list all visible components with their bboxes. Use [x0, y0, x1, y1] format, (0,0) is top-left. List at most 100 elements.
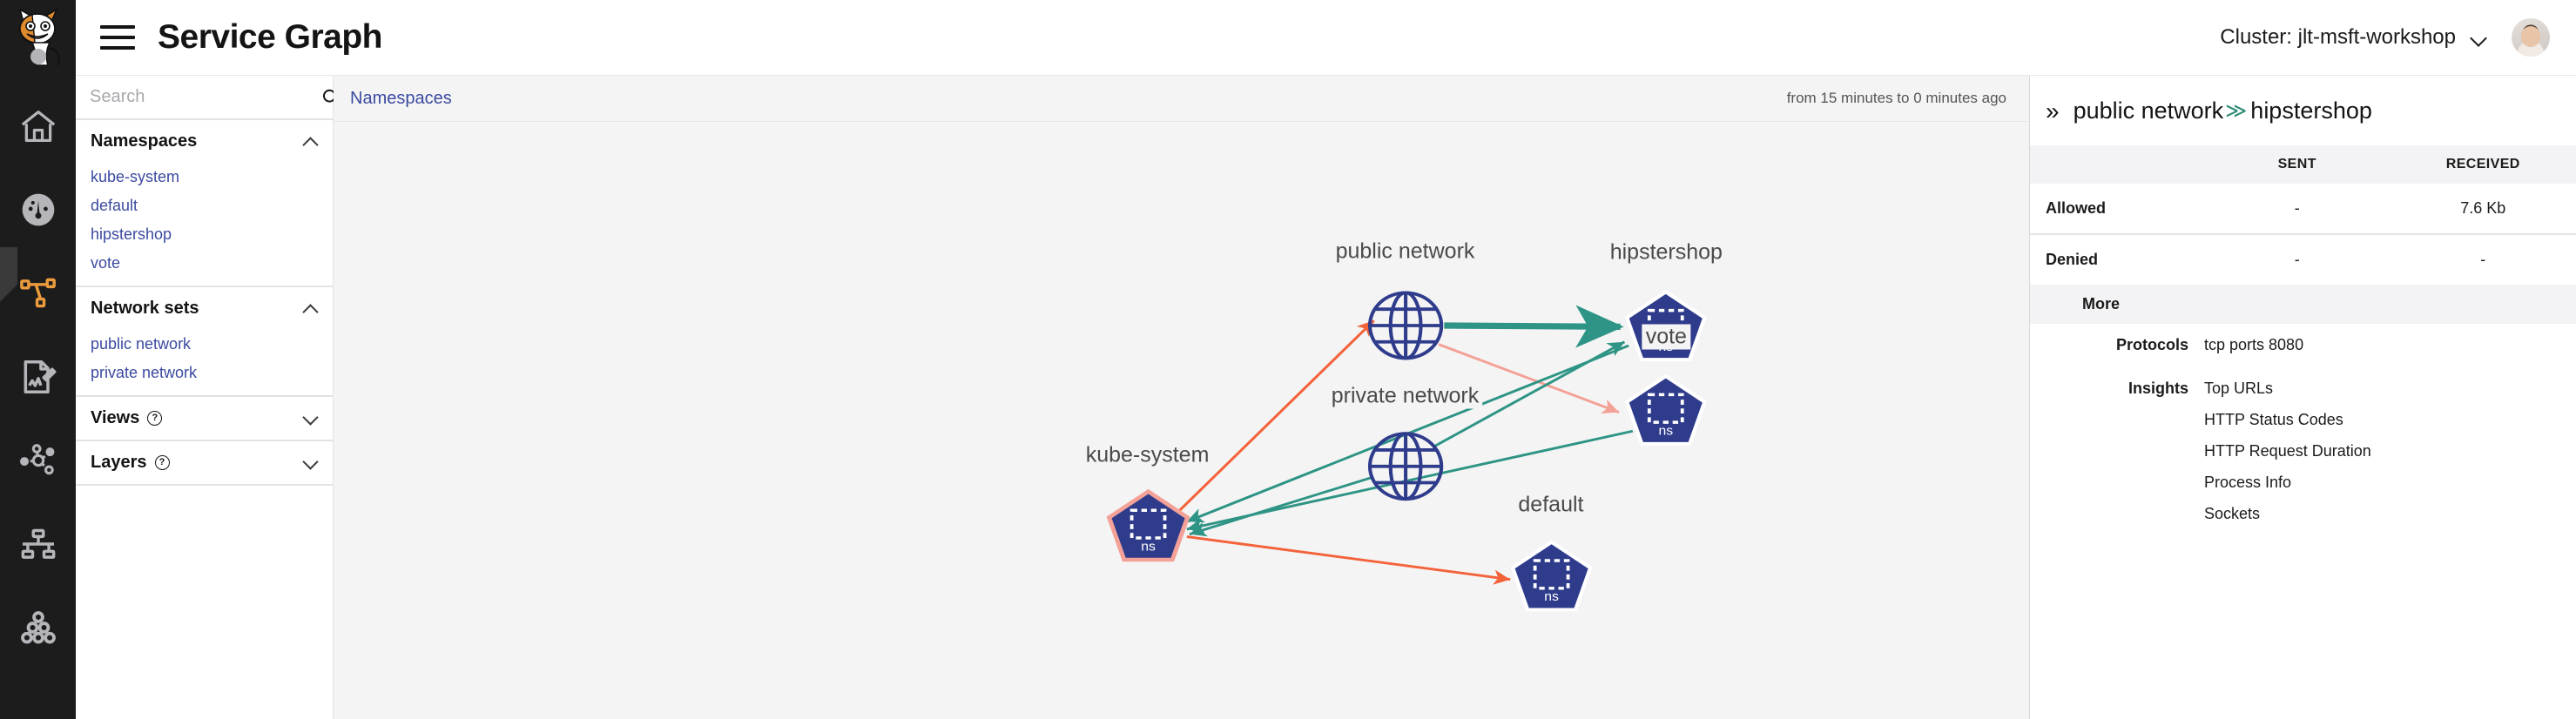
- column-header-blank: [2030, 145, 2204, 184]
- node-private-network[interactable]: [1367, 432, 1444, 501]
- hamburger-icon[interactable]: [97, 17, 138, 58]
- node-hipstershop[interactable]: ns: [1624, 290, 1707, 362]
- traffic-table-head: SENT RECEIVED: [2030, 145, 2576, 184]
- sidebar-item-default[interactable]: default: [91, 197, 138, 214]
- nav-links-network-sets: public network private network: [76, 330, 333, 395]
- cell-allowed-sent: -: [2204, 184, 2391, 235]
- more-section-header[interactable]: More: [2030, 285, 2576, 324]
- nav-section-title: Views: [91, 408, 140, 427]
- nav-section-header-network-sets[interactable]: Network sets: [76, 287, 333, 330]
- gauge-dashboard-icon: [19, 191, 57, 229]
- service-graph-icon: [19, 276, 57, 311]
- table-row: Denied - -: [2030, 234, 2576, 285]
- insights-label: Insights: [2128, 380, 2188, 397]
- svg-text:ns: ns: [1141, 540, 1156, 554]
- edge-kube-system-to-default[interactable]: [1186, 535, 1511, 585]
- avatar[interactable]: [2512, 18, 2550, 57]
- table-header-row: SENT RECEIVED: [2030, 145, 2576, 184]
- double-chevron-right-icon[interactable]: »: [2046, 97, 2060, 124]
- graph-canvas[interactable]: ns ns ns: [334, 122, 2029, 719]
- edge-public-network-to-vote[interactable]: [1438, 343, 1620, 414]
- sidebar-item-dashboard[interactable]: [0, 188, 76, 232]
- node-default[interactable]: ns: [1510, 540, 1593, 612]
- insight-sockets[interactable]: Sockets: [2204, 505, 2261, 522]
- rail-items: [0, 76, 76, 649]
- sidebar-item-nodes[interactable]: [0, 606, 76, 649]
- detail-title: public network ≫ hipstershop: [2074, 97, 2372, 124]
- node-public-network[interactable]: [1367, 291, 1444, 360]
- column-header-sent: SENT: [2204, 145, 2391, 184]
- edge-kube-system-to-public-network[interactable]: [1175, 319, 1375, 515]
- chevron-up-icon[interactable]: [304, 135, 318, 149]
- main-column: Service Graph Cluster: jlt-msft-workshop: [76, 0, 2576, 719]
- detail-panel: » public network ≫ hipstershop SENT RECE…: [2029, 76, 2576, 719]
- sidebar-item-hipstershop[interactable]: hipstershop: [91, 225, 172, 243]
- chevron-up-icon[interactable]: [304, 302, 318, 316]
- home-icon: [19, 109, 57, 144]
- insight-http-status-codes[interactable]: HTTP Status Codes: [2204, 411, 2343, 428]
- nav-section-network-sets: Network sets public network private netw…: [76, 287, 333, 397]
- help-circle-icon[interactable]: ?: [147, 411, 163, 426]
- nav-section-layers: Layers ?: [76, 441, 333, 486]
- chevron-down-icon[interactable]: [304, 412, 318, 426]
- detail-title-target: hipstershop: [2250, 97, 2372, 124]
- detail-title-source: public network: [2073, 97, 2224, 124]
- svg-text:ns: ns: [1658, 424, 1673, 438]
- sidebar-item-kube-system[interactable]: kube-system: [91, 168, 180, 185]
- svg-text:ns: ns: [1544, 590, 1559, 604]
- nav-section-header-layers[interactable]: Layers ?: [76, 441, 333, 484]
- time-range-label[interactable]: from 15 minutes to 0 minutes ago: [1786, 90, 2006, 106]
- sidebar-item-home[interactable]: [0, 104, 76, 148]
- nav-section-views: Views ?: [76, 397, 333, 441]
- svg-text:ns: ns: [1658, 339, 1673, 353]
- cell-allowed-received: 7.6 Kb: [2390, 184, 2576, 235]
- sidebar-item-service-graph[interactable]: [0, 247, 76, 341]
- breadcrumb[interactable]: Namespaces: [350, 88, 452, 108]
- nav-links-namespaces: kube-system default hipstershop vote: [76, 163, 333, 286]
- calico-cat-logo[interactable]: [0, 0, 76, 76]
- cluster-selector[interactable]: Cluster: jlt-msft-workshop: [2220, 25, 2489, 50]
- insights-values: Top URLs HTTP Status Codes HTTP Request …: [2204, 380, 2576, 536]
- cluster-nodes-icon: [19, 610, 57, 645]
- nav-section-header-namespaces[interactable]: Namespaces: [76, 120, 333, 163]
- cell-denied-sent: -: [2294, 251, 2300, 268]
- node-kube-system[interactable]: ns: [1106, 488, 1190, 562]
- sitemap-icon: [19, 528, 57, 560]
- insight-process-info[interactable]: Process Info: [2204, 474, 2292, 491]
- nav-section-title: Namespaces: [91, 131, 198, 151]
- insight-http-request-duration[interactable]: HTTP Request Duration: [2204, 442, 2371, 460]
- sidebar-item-hierarchy[interactable]: [0, 522, 76, 566]
- cell-denied-received: -: [2480, 251, 2486, 268]
- detail-title-separator: ≫: [2225, 99, 2248, 123]
- nav-section-header-views[interactable]: Views ?: [76, 397, 333, 440]
- traffic-table: SENT RECEIVED Allowed - 7.6 Kb Denied -: [2030, 145, 2576, 285]
- table-row: Allowed - 7.6 Kb: [2030, 184, 2576, 235]
- row-label-denied: Denied: [2046, 251, 2099, 268]
- edge-private-network-to-kube-system[interactable]: [1189, 476, 1372, 537]
- chevron-down-icon[interactable]: [304, 456, 318, 470]
- traffic-table-body: Allowed - 7.6 Kb Denied - -: [2030, 184, 2576, 285]
- body-row: Namespaces kube-system default hipstersh…: [76, 76, 2576, 719]
- sidebar-item-vote[interactable]: vote: [91, 254, 121, 272]
- graph-svg: ns ns ns: [1106, 290, 1707, 612]
- protocols-value: tcp ports 8080: [2204, 336, 2304, 353]
- sidebar-item-public-network[interactable]: public network: [91, 335, 192, 353]
- sidebar-item-private-network[interactable]: private network: [91, 364, 198, 381]
- document-edit-icon: [19, 358, 57, 396]
- chevron-down-icon: [2471, 32, 2489, 43]
- top-bar: Service Graph Cluster: jlt-msft-workshop: [76, 0, 2576, 76]
- sidebar-item-policies[interactable]: [0, 355, 76, 399]
- nav-section-title: Network sets: [91, 299, 199, 318]
- nav-panel: Namespaces kube-system default hipstersh…: [76, 76, 374, 719]
- node-vote[interactable]: ns: [1624, 373, 1707, 446]
- protocols-label: Protocols: [2115, 336, 2188, 353]
- insights-row: Insights Top URLs HTTP Status Codes HTTP…: [2030, 367, 2576, 536]
- sidebar-item-network-topology[interactable]: [0, 439, 76, 482]
- insight-top-urls[interactable]: Top URLs: [2204, 380, 2274, 397]
- help-circle-icon[interactable]: ?: [154, 455, 170, 470]
- search-input[interactable]: [90, 87, 320, 107]
- search-row: [76, 76, 374, 120]
- page-title: Service Graph: [158, 18, 382, 56]
- network-nodes-icon: [19, 443, 57, 478]
